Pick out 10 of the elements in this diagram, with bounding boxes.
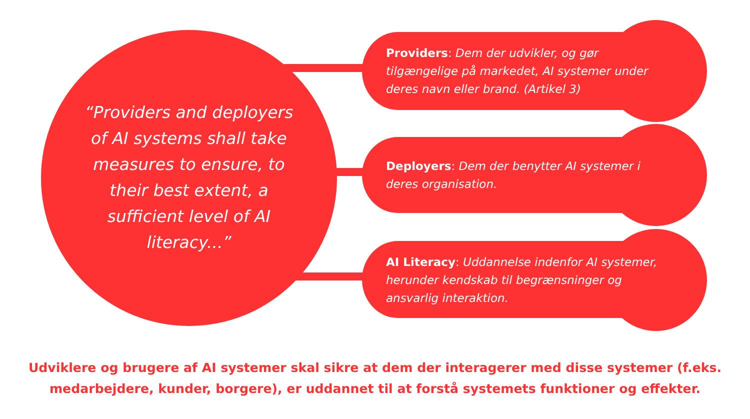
connector-line <box>284 64 364 72</box>
definition-text: Providers: Dem der udvikler, og gør tilgængelige på markedet, AI systemer under deres navn eller brand. (Artikel 3) <box>386 45 650 98</box>
definition-text: Deployers: Dem der benytter AI systemer i deres organisation. <box>386 158 642 193</box>
definition-pill <box>362 124 707 226</box>
caption: Udviklere og brugere af AI systemer skal sikre at dem der interagerer med disse systemer (f.eks. medarbejdere, kunder, borgere), er uddannet til at forstå systemets funktioner og effekter. <box>27 359 723 398</box>
quote-text: “Providers and deployers of AI systems shall take measures to ensure, to their best extent, a sufficient level of AI literacy...” <box>84 102 294 254</box>
definition-pill <box>362 229 707 331</box>
definition-text: AI Literacy: Uddannelse indenfor AI systemer, herunder kendskab til begrænsninger og ansvarlig interaktion. <box>386 254 658 306</box>
connector-line <box>295 272 364 280</box>
definition-pill <box>362 20 707 122</box>
